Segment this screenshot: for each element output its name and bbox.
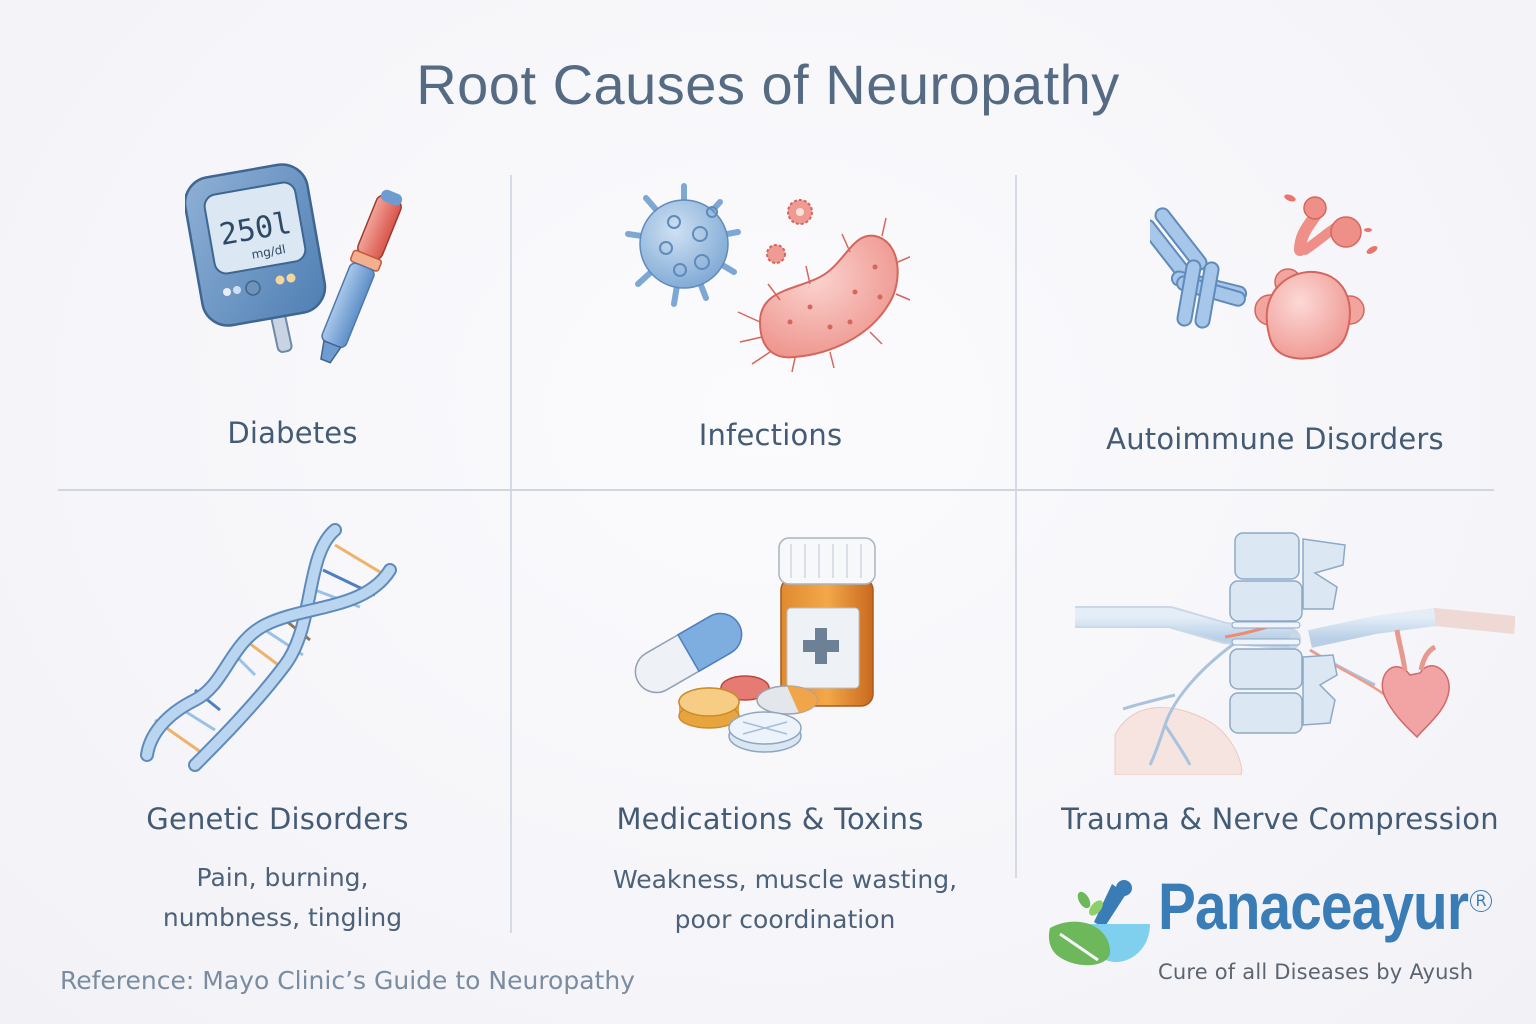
logo-tagline: Cure of all Diseases by Ayush bbox=[1158, 960, 1474, 984]
page-title: Root Causes of Neuropathy bbox=[416, 53, 1120, 116]
grid-divider-vertical-left bbox=[510, 175, 512, 933]
dna-helix-icon bbox=[135, 515, 405, 775]
virus-and-bacteria-icon bbox=[620, 172, 913, 373]
description-line: numbness, tingling bbox=[162, 903, 403, 932]
cell-label-genetic-disorders: Genetic Disorders bbox=[146, 802, 409, 836]
cell-description-genetic-disorders: Pain, burning, numbness, tingling bbox=[110, 858, 455, 938]
panaceayur-logo[interactable]: Panaceayur R Cure of all Diseases by Ayu… bbox=[1046, 869, 1506, 996]
cell-label-autoimmune-disorders: Autoimmune Disorders bbox=[1106, 422, 1444, 456]
reference-citation: Reference: Mayo Clinic’s Guide to Neurop… bbox=[60, 966, 635, 995]
glucose-meter-and-insulin-pen-icon: 250l mg/dl bbox=[183, 160, 425, 380]
cell-label-medications-and-toxins: Medications & Toxins bbox=[616, 802, 924, 836]
meter-unit: mg/dl bbox=[250, 242, 286, 262]
mortar-pestle-leaf-icon bbox=[1048, 880, 1150, 966]
description-line: Weakness, muscle wasting, bbox=[612, 865, 958, 894]
registered-mark: R bbox=[1470, 890, 1492, 912]
cell-label-trauma-and-nerve-compression: Trauma & Nerve Compression bbox=[1061, 802, 1499, 836]
cell-label-diabetes: Diabetes bbox=[227, 416, 358, 450]
antibody-attacking-cell-icon bbox=[1139, 190, 1390, 370]
grid-divider-horizontal bbox=[58, 489, 1494, 491]
cell-label-infections: Infections bbox=[698, 418, 843, 452]
grid-divider-vertical-right bbox=[1015, 175, 1017, 878]
spine-nerve-compression-icon bbox=[1064, 525, 1516, 776]
pill-bottle-and-pills-icon bbox=[625, 530, 890, 770]
cell-description-medications-and-toxins: Weakness, muscle wasting, poor coordinat… bbox=[590, 860, 980, 940]
description-line: poor coordination bbox=[674, 905, 896, 934]
description-line: Pain, burning, bbox=[196, 863, 369, 892]
logo-name: Panaceayur bbox=[1158, 869, 1469, 943]
